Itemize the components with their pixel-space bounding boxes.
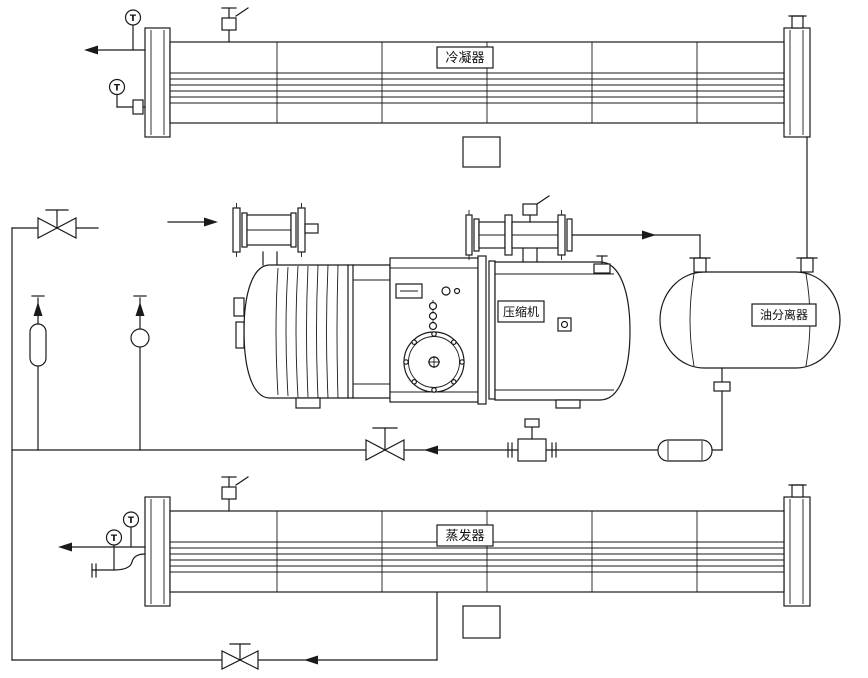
evaporator-water-inlet: T: [91, 529, 146, 578]
flow-arrow-left-icon: [84, 45, 98, 55]
riser-sightglass-line: [130, 295, 150, 451]
condenser-tube-bundle: [170, 72, 784, 104]
bottom-return-line: [11, 591, 438, 670]
flow-arrow-left-icon: [304, 655, 318, 665]
evaporator-top-nozzle: [788, 484, 807, 498]
temperature-sensor-label: T: [114, 84, 121, 94]
evaporator-label-box: [436, 524, 494, 547]
condenser-support: [462, 136, 501, 168]
riser-filter-line: [29, 295, 47, 451]
evaporator-support: [462, 605, 501, 639]
temperature-sensor: [108, 78, 126, 96]
discharge-valve-assembly: [465, 195, 573, 263]
condenser-label: 冷凝器: [445, 50, 484, 66]
evaporator: 蒸发器 T T: [58, 476, 811, 639]
service-fitting: [593, 255, 611, 274]
temperature-sensor-label: T: [128, 516, 135, 526]
compressor-motor-body: [233, 264, 391, 399]
condenser-water-outlet: T: [84, 9, 146, 55]
compressor-foot: [295, 397, 321, 409]
temperature-sensor: [124, 9, 142, 26]
sight-glass-icon: [130, 328, 150, 348]
temperature-sensor: [105, 529, 123, 546]
condenser: 冷凝器 T T: [84, 7, 811, 168]
flow-arrow-left-icon: [424, 445, 438, 455]
oil-separator-outlet-nozzle: [796, 257, 818, 273]
flow-arrow-left-icon: [58, 542, 72, 552]
filter-drier-icon: [657, 439, 713, 462]
temperature-sensor-label: T: [130, 14, 137, 24]
evaporator-safety-valve-icon: [221, 476, 249, 512]
compressor-housing: [389, 255, 496, 405]
compressor-label: 压缩机: [503, 304, 539, 319]
filter-icon: [29, 323, 47, 367]
expansion-valve-icon: [365, 427, 405, 461]
compressor: 压缩机: [232, 195, 631, 409]
oil-separator-shell: [659, 271, 841, 369]
oil-return-fitting: [713, 367, 731, 451]
discharge-line: [571, 230, 701, 259]
evaporator-tube-bundle: [170, 541, 784, 573]
flow-arrow-right-icon: [642, 230, 656, 240]
shutoff-valve-top-left-icon: [37, 209, 77, 239]
liquid-line: [11, 418, 723, 462]
oil-separator: 油分离器: [659, 136, 841, 451]
compressor-label-box: [497, 300, 545, 323]
evaporator-shell: [169, 510, 785, 593]
oil-separator-label-box: [751, 303, 817, 327]
flow-arrow-up-icon: [135, 302, 145, 316]
left-pipe-run: [11, 227, 99, 661]
condenser-label-box: [436, 46, 494, 69]
suction-flow-arrow-icon: [167, 217, 218, 227]
flow-arrow-up-icon: [33, 302, 43, 316]
shaft-flange: [403, 331, 465, 393]
terminal-box: [233, 297, 245, 317]
compressor-foot: [555, 399, 581, 409]
condenser-water-inlet: T: [108, 78, 146, 115]
evaporator-right-cap: [783, 496, 811, 607]
compressor-suction-flange: [232, 203, 319, 266]
condenser-safety-valve-icon: [221, 7, 249, 43]
condenser-top-nozzle: [788, 15, 807, 29]
discharge-relief-valve-icon: [522, 195, 550, 223]
oil-separator-inlet-nozzle: [689, 257, 711, 273]
evaporator-left-cap: [144, 496, 171, 607]
temperature-sensor-label: T: [111, 534, 118, 544]
temperature-sensor: [122, 511, 140, 528]
shutoff-valve-bottom-icon: [221, 643, 259, 670]
oil-separator-label: 油分离器: [760, 307, 808, 322]
evaporator-label: 蒸发器: [445, 528, 484, 544]
solenoid-valve-icon: [507, 418, 557, 462]
compressor-discharge-housing: 压缩机: [295, 261, 631, 409]
condenser-right-cap: [783, 27, 811, 138]
condenser-left-cap: [144, 27, 171, 138]
evaporator-baffles: [276, 511, 698, 592]
evaporator-water-outlet: T: [58, 511, 146, 552]
